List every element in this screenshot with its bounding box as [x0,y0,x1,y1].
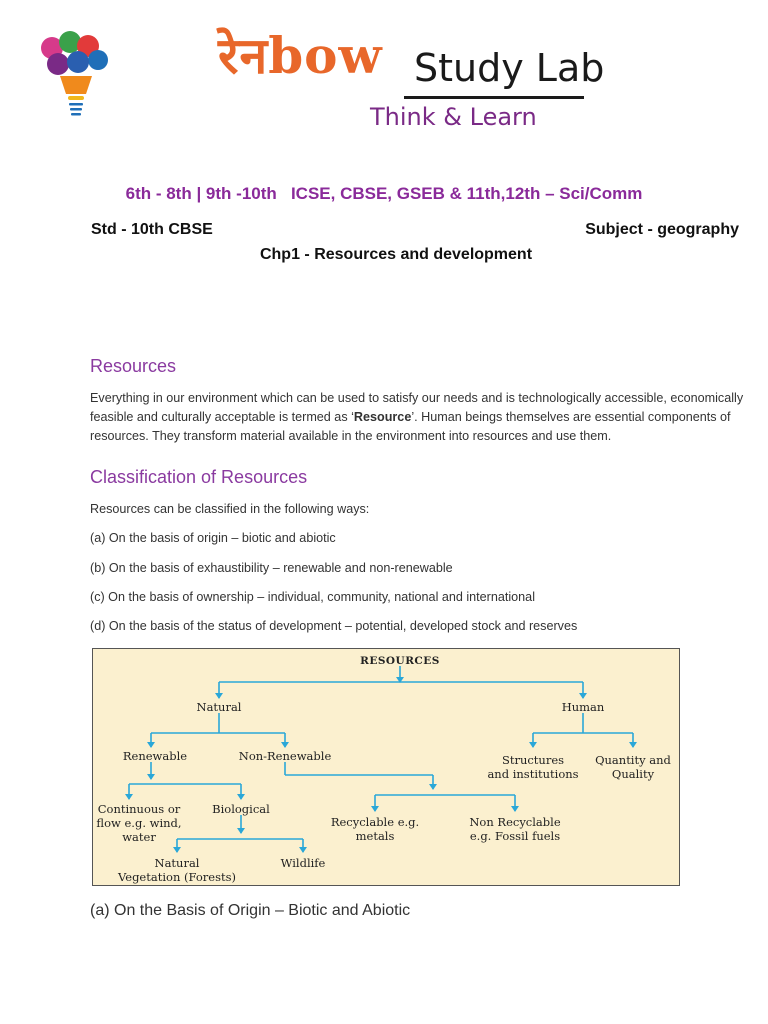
diagram-node-non-renewable: Non-Renewable [239,749,332,763]
logo-icon [38,30,112,124]
diagram-node-natural-vegetation: Natural [155,856,200,870]
diagram-node-structures-2: and institutions [487,767,578,781]
diagram-node-continuous-3: water [122,830,156,844]
diagram-node-renewable: Renewable [123,749,187,763]
resources-heading: Resources [90,356,177,376]
chapter-title: Chp1 - Resources and development [259,246,533,263]
diagram-node-continuous: Continuous or [98,802,181,816]
resources-classification-diagram: RESOURCES Natural Human Renewable Non-Re… [92,648,680,886]
brand-underline [404,96,584,99]
brand-name: Study Lab [414,46,605,90]
diagram-node-wildlife: Wildlife [281,856,326,870]
diagram-node-continuous-2: flow e.g. wind, [96,816,181,830]
list-item: (d) On the basis of the status of develo… [90,619,578,633]
diagram-node-quantity-2: Quality [612,767,655,781]
diagram-node-non-recyclable-2: e.g. Fossil fuels [470,829,560,843]
diagram-node-human: Human [562,700,605,714]
diagram-node-quantity: Quantity and [595,753,671,767]
diagram-node-structures: Structures [502,753,564,767]
diagram-node-biological: Biological [212,802,270,816]
diagram-node-natural: Natural [197,700,242,714]
classification-heading: Classification of Resources [90,467,308,487]
standard-label: Std - 10th CBSE [91,221,213,238]
diagram-node-resources: RESOURCES [360,655,440,667]
resource-term: Resource [353,410,412,424]
diagram-node-recyclable-2: metals [356,829,395,843]
list-item: (b) On the basis of exhaustibility – ren… [90,561,453,575]
list-item: (a) On the basis of origin – biotic and … [90,531,336,545]
brand-tagline: Think & Learn [370,103,537,131]
classes-line: 6th - 8th | 9th -10th ICSE, CBSE, GSEB &… [125,184,643,203]
section-caption: (a) On the Basis of Origin – Biotic and … [90,902,411,919]
diagram-node-non-recyclable: Non Recyclable [469,815,560,829]
subject-label: Subject - geography [585,221,739,238]
list-item: (c) On the basis of ownership – individu… [90,590,535,604]
classification-intro: Resources can be classified in the follo… [90,502,370,516]
brand-logo: रेनbow Study Lab Think & Learn [218,20,604,132]
diagram-node-natural-vegetation-2: Vegetation (Forests) [117,870,236,884]
resources-paragraph: Everything in our environment which can … [90,391,744,443]
brand-hindi-text: रेनbow [218,26,383,85]
diagram-node-recyclable: Recyclable e.g. [331,815,419,829]
